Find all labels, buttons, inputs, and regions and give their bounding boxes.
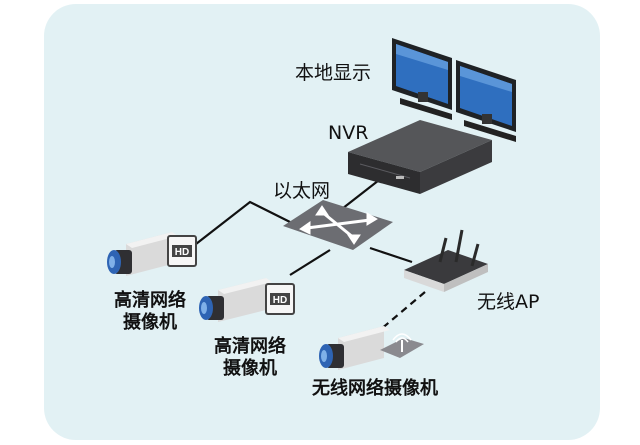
hd-camera-2-label-line1: 高清网络 xyxy=(214,336,286,357)
wireless-camera-label: 无线网络摄像机 xyxy=(312,378,438,399)
hd-camera-1-label-line1: 高清网络 xyxy=(114,290,186,311)
hd-camera-icon: HD xyxy=(107,232,197,276)
ethernet-label: 以太网 xyxy=(273,180,331,202)
hd-camera-1-label: 高清网络 摄像机 xyxy=(110,290,190,334)
nvr-label: NVR xyxy=(328,122,369,144)
wireless-router-icon xyxy=(404,229,488,292)
hd-camera-2-label-line2: 摄像机 xyxy=(223,358,277,379)
local-display-label: 本地显示 xyxy=(295,62,372,84)
hd-camera-2-label: 高清网络 摄像机 xyxy=(210,336,290,380)
link-switch-ap xyxy=(369,246,413,264)
svg-text:HD: HD xyxy=(273,295,287,306)
hd-badge-icon: HD xyxy=(265,283,295,315)
network-switch-icon xyxy=(283,200,393,250)
nvr-icon xyxy=(348,120,492,194)
monitor-right xyxy=(456,60,516,142)
monitor-icon xyxy=(392,38,516,142)
wireless-ap-label: 无线AP xyxy=(477,291,540,313)
monitor-left xyxy=(392,38,452,120)
hd-camera-1-label-line2: 摄像机 xyxy=(123,312,177,333)
wireless-signal-icon xyxy=(380,333,424,358)
hd-badge-icon: HD xyxy=(167,235,197,267)
hd-camera-icon: HD xyxy=(199,278,295,322)
link-switch-camera2 xyxy=(289,249,331,276)
svg-text:HD: HD xyxy=(175,247,189,258)
hd-camera-icon xyxy=(319,326,424,370)
link-ap-wireless-camera xyxy=(379,291,426,331)
link-switch-camera1 xyxy=(195,200,291,245)
